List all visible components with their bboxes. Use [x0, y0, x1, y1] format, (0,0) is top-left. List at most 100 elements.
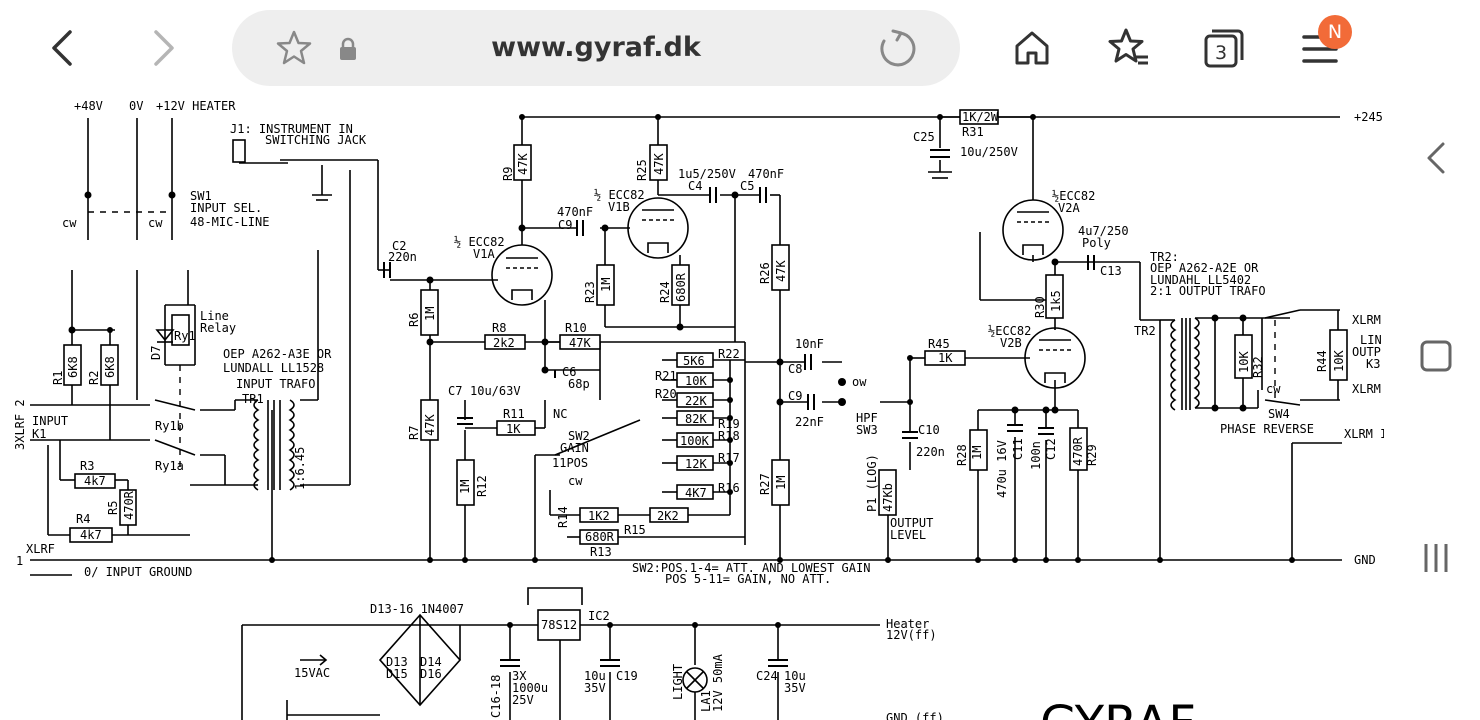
label-15vac: 15VAC — [294, 666, 330, 680]
label-outp: OUTP — [1352, 345, 1381, 359]
label-k1: K1 — [32, 427, 46, 441]
label-r2: R2 — [87, 371, 101, 385]
label-c5: C5 — [740, 179, 754, 193]
label-r45-value: 1K — [938, 351, 953, 365]
bookmarks-button[interactable] — [1104, 24, 1152, 72]
side-recent-apps-button[interactable] — [1414, 536, 1458, 580]
label-r32: R32 — [1251, 356, 1265, 378]
label-48v: +48V — [74, 99, 103, 113]
address-bar[interactable]: www.gyraf.dk — [232, 10, 960, 86]
label-r30-value: 1k5 — [1049, 290, 1063, 312]
label-d13-16: D13-16 1N4007 — [370, 602, 464, 616]
wiring — [30, 116, 1342, 720]
junctions — [68, 114, 1295, 628]
label-ow: ow — [852, 375, 867, 389]
label-cw1: cw — [62, 216, 77, 230]
label-r11-value: 1K — [506, 422, 521, 436]
label-p1-value: 47Kb — [881, 483, 895, 512]
label-r7-value: 47K — [423, 414, 437, 436]
label-r14: R14 — [556, 506, 570, 528]
label-r28-value: 1M — [970, 446, 984, 460]
label-25v: 25V — [512, 693, 534, 707]
menu-notification-badge: N — [1318, 15, 1352, 49]
label-c19: C19 — [616, 669, 638, 683]
label-tr2: TR2 — [1134, 324, 1156, 338]
label-r31-value: 1K/2W — [962, 110, 999, 124]
label-r7: R7 — [407, 426, 421, 440]
label-c19-35v: 35V — [584, 681, 606, 695]
label-ry1b: Ry1b — [155, 419, 184, 433]
label-r25-value: 47K — [652, 153, 666, 175]
label-light: LIGHT — [671, 664, 685, 700]
label-11pos: 11POS — [552, 456, 588, 470]
label-d15: D15 — [386, 667, 408, 681]
label-r20: R20 — [655, 387, 677, 401]
label-3x: 3X — [512, 669, 527, 683]
label-r26-value: 47K — [774, 260, 788, 282]
forward-button[interactable] — [134, 20, 190, 76]
label-sw3: SW3 — [856, 423, 878, 437]
label-r17-value: 12K — [685, 457, 707, 471]
label-tr1: TR1 — [242, 392, 264, 406]
label-v1a-type: ½ ECC82 — [454, 235, 505, 249]
label-r44: R44 — [1315, 350, 1329, 372]
label-r25: R25 — [635, 159, 649, 181]
label-nc: NC — [553, 407, 567, 421]
schematic-image[interactable]: +48V 0V +12V HEATER J1: INSTRUMENT IN SW… — [0, 96, 1384, 720]
label-r17: R17 — [718, 451, 740, 465]
label-v1b: V1B — [608, 200, 630, 214]
label-1000u: 1000u — [512, 681, 548, 695]
label-output: OUTPUT — [890, 516, 933, 530]
label-r21: R21 — [655, 369, 677, 383]
label-r9: R9 — [501, 167, 515, 181]
label-sw4: SW4 — [1268, 407, 1290, 421]
label-v2a-type: ½ECC82 — [1052, 189, 1095, 203]
label-r14-value: 1K2 — [588, 509, 610, 523]
label-tr2-oep: OEP A262-A2E OR — [1150, 261, 1259, 275]
tabs-icon: 3 — [1204, 29, 1244, 68]
label-r27-value: 1M — [774, 476, 788, 490]
side-back-button[interactable] — [1414, 136, 1458, 180]
label-c4-value: 1u5/250V — [678, 167, 736, 181]
label-c2: C2 — [392, 239, 406, 253]
label-r19: R19 — [718, 417, 740, 431]
label-c24: C24 — [756, 669, 778, 683]
label-cw3: cw — [568, 474, 583, 488]
back-button[interactable] — [36, 20, 92, 76]
url-text[interactable]: www.gyraf.dk — [491, 32, 701, 63]
label-c5-value: 470nF — [748, 167, 784, 181]
label-v2b-type: ½ECC82 — [988, 324, 1031, 338]
lock-indicator — [336, 36, 360, 62]
bookmark-star-button[interactable] — [274, 28, 314, 68]
label-c10: C10 — [918, 423, 940, 437]
label-r5-value: 470R — [122, 490, 136, 520]
label-r2-value: 6K8 — [103, 356, 117, 378]
forward-icon — [154, 30, 174, 66]
reload-button[interactable] — [872, 26, 920, 70]
label-c11: C11 — [1011, 438, 1025, 460]
label-c9b-value: 22nF — [795, 415, 824, 429]
label-sw1-input: INPUT SEL. — [190, 201, 262, 215]
label-input: INPUT — [32, 414, 68, 428]
recent-apps-icon — [1424, 544, 1448, 572]
label-tr2-output: 2:1 OUTPUT TRAFO — [1150, 284, 1266, 298]
label-pin1: 1 — [16, 554, 23, 568]
label-level: LEVEL — [890, 528, 926, 542]
label-c12: C12 — [1044, 438, 1058, 460]
tabs-button[interactable]: 3 — [1200, 24, 1248, 72]
back-icon — [52, 30, 72, 66]
label-lundall: LUNDALL LL1528 — [223, 361, 324, 375]
label-r21-value: 10K — [685, 374, 707, 388]
label-r31: R31 — [962, 125, 984, 139]
label-r13-value: 680R — [585, 530, 615, 544]
side-square-button[interactable] — [1414, 334, 1458, 378]
transformers — [30, 171, 1301, 707]
label-r44-value: 10K — [1332, 350, 1346, 372]
label-d13: D13 — [386, 655, 408, 669]
label-r27: R27 — [758, 473, 772, 495]
label-r18: R18 — [718, 429, 740, 443]
label-c7: C7 — [448, 384, 462, 398]
home-button[interactable] — [1008, 24, 1056, 72]
label-c13: C13 — [1100, 264, 1122, 278]
label-heater: Heater — [886, 617, 929, 631]
